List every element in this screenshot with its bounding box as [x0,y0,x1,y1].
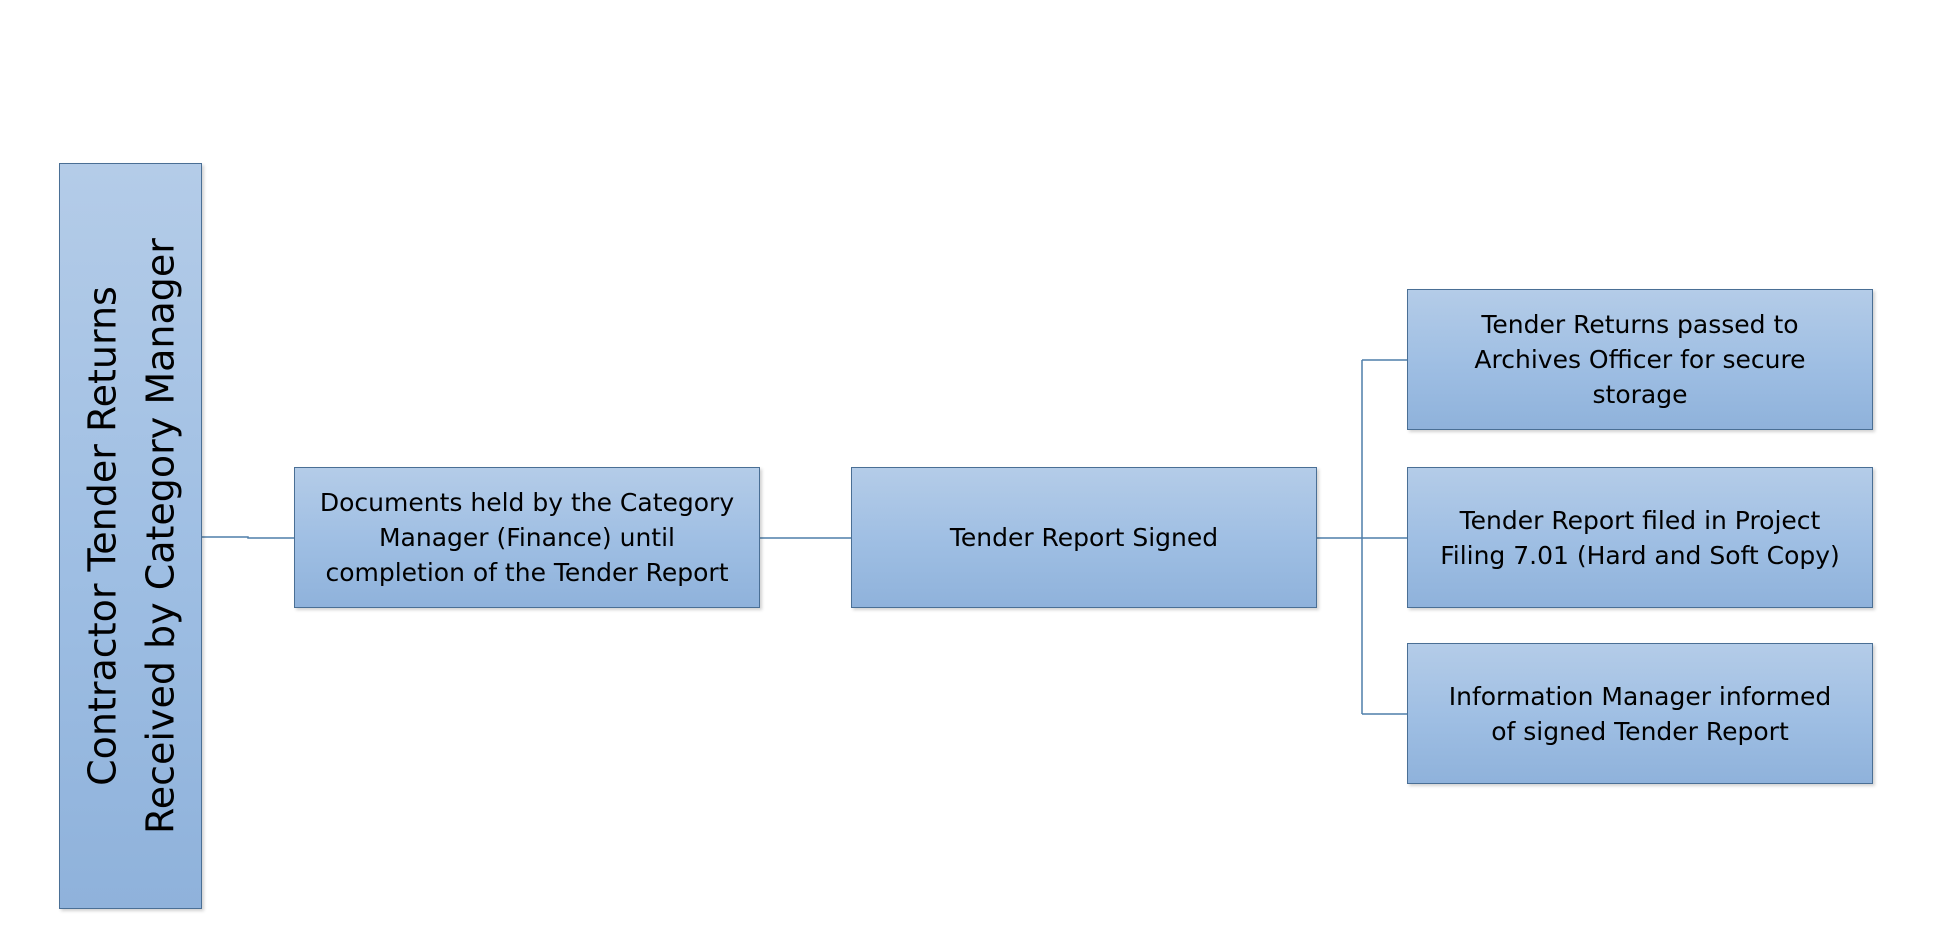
step-report-signed: Tender Report Signed [851,467,1317,608]
step-report-signed-label: Tender Report Signed [949,523,1219,552]
step-documents-held-label: Documents held by the Category Manager (… [319,488,735,587]
root-node-label: Contractor Tender Returns Received by Ca… [79,238,182,834]
outcome-report-filed: Tender Report filed in Project Filing 7.… [1407,467,1873,608]
outcome-returns-archived: Tender Returns passed to Archives Office… [1407,289,1873,430]
step-documents-held: Documents held by the Category Manager (… [294,467,760,608]
connector-root-to-documents [202,536,294,539]
root-node: Contractor Tender Returns Received by Ca… [59,163,202,909]
outcome-manager-informed-label: Information Manager informed of signed T… [1448,681,1832,746]
outcome-report-filed-label: Tender Report filed in Project Filing 7.… [1440,505,1840,570]
outcome-manager-informed: Information Manager informed of signed T… [1407,643,1873,784]
outcome-returns-archived-label: Tender Returns passed to Archives Office… [1474,310,1806,409]
